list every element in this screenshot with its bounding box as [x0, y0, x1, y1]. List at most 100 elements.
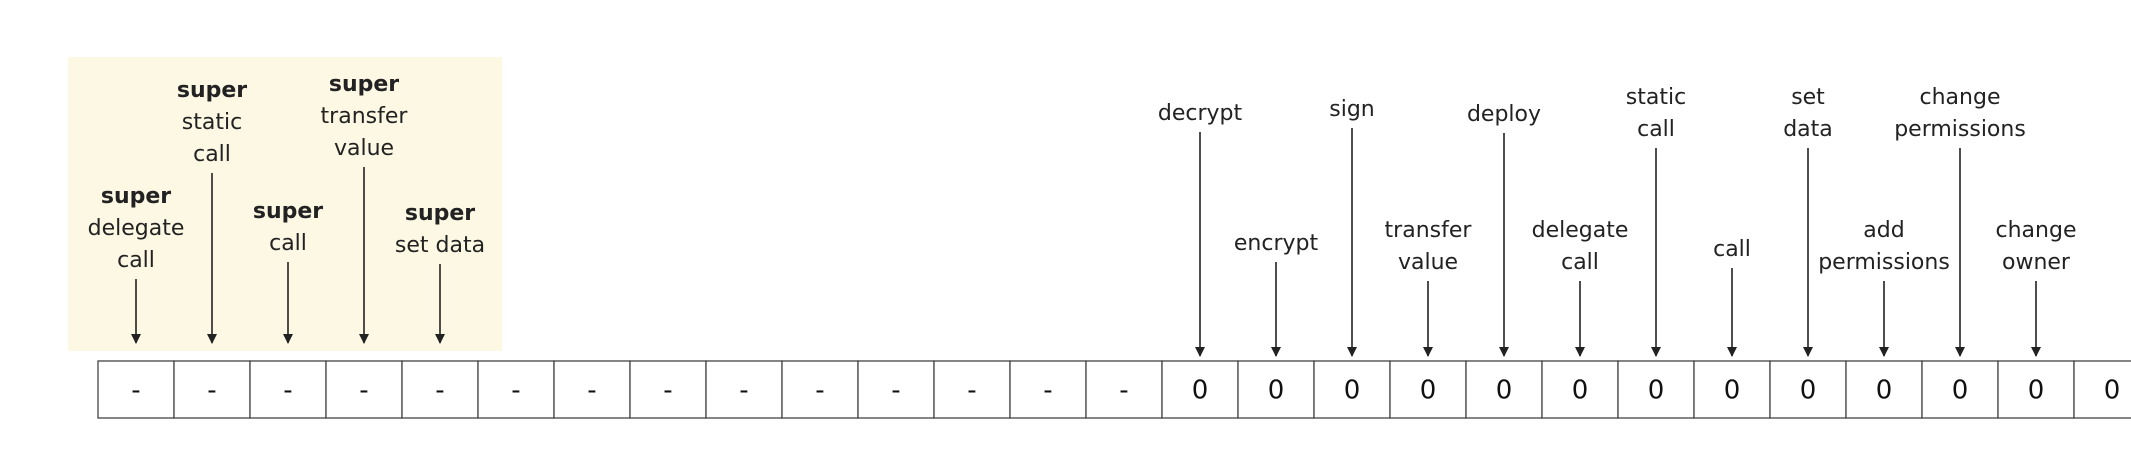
- bit-cell-value: -: [1043, 376, 1052, 406]
- permission-label: decrypt: [1158, 101, 1243, 357]
- permission-label-line: call: [117, 248, 155, 273]
- bit-cell-value: 0: [1876, 376, 1893, 406]
- bit-cell-box: [1161, 360, 1239, 419]
- permission-labels: superdelegatecallsuperstaticcallsupercal…: [88, 72, 2076, 357]
- bit-cell: -: [97, 360, 175, 419]
- permission-label-line: data: [1783, 117, 1833, 142]
- bit-cell-value: -: [283, 376, 292, 406]
- bit-cell: 0: [1921, 360, 1999, 419]
- bit-cell-box: [1769, 360, 1847, 419]
- bit-cell-value: -: [207, 376, 216, 406]
- bit-cell: -: [705, 360, 783, 419]
- bit-cell-value: -: [815, 376, 824, 406]
- bit-cell-box: [933, 360, 1011, 419]
- bit-cell-box: [97, 360, 175, 419]
- bit-cell-box: [1921, 360, 1999, 419]
- permission-label-line: permissions: [1894, 117, 2026, 142]
- permission-label: sign: [1329, 97, 1375, 357]
- bit-cell-value: 0: [1952, 376, 1969, 406]
- bit-cell-box: [401, 360, 479, 419]
- bit-cell-value: -: [587, 376, 596, 406]
- permission-label-line: super: [253, 199, 323, 224]
- bit-cell-value: 0: [1268, 376, 1285, 406]
- bit-cell-box: [325, 360, 403, 419]
- permission-label-line: super: [101, 184, 171, 209]
- permission-label-line: call: [1561, 250, 1599, 275]
- bit-cell-value: 0: [1648, 376, 1665, 406]
- permission-label-line: change: [1920, 85, 2001, 110]
- bit-cell: 0: [1617, 360, 1695, 419]
- bit-cell: 0: [1997, 360, 2075, 419]
- bit-cell-box: [173, 360, 251, 419]
- bit-cell-value: 0: [1724, 376, 1741, 406]
- bit-cell-value: -: [967, 376, 976, 406]
- bit-cell-value: -: [891, 376, 900, 406]
- permission-label-line: value: [334, 136, 394, 161]
- permission-label-line: transfer: [321, 104, 409, 129]
- bit-cell-value: -: [739, 376, 748, 406]
- bit-cell-value: -: [131, 376, 140, 406]
- permission-label-line: super: [405, 201, 475, 226]
- permission-label-line: static: [182, 110, 242, 135]
- permission-label-line: add: [1863, 218, 1904, 243]
- super-permissions-region: [68, 57, 502, 351]
- permission-label-line: encrypt: [1234, 231, 1319, 256]
- bit-cell: 0: [1161, 360, 1239, 419]
- bit-cell-value: 0: [1800, 376, 1817, 406]
- permission-label-line: call: [269, 231, 307, 256]
- permission-label-line: call: [193, 142, 231, 167]
- permission-label: deploy: [1467, 102, 1541, 357]
- permission-label-line: deploy: [1467, 102, 1541, 127]
- bit-cell-value: -: [359, 376, 368, 406]
- bit-cell: 0: [1389, 360, 1467, 419]
- bit-cell-box: [705, 360, 783, 419]
- permission-label-line: delegate: [1532, 218, 1629, 243]
- bit-cell-value: 0: [1192, 376, 1209, 406]
- permission-label-line: set: [1791, 85, 1825, 110]
- permission-label: super call: [253, 199, 323, 344]
- bit-cell-value: 0: [2104, 376, 2121, 406]
- permission-label-line: decrypt: [1158, 101, 1243, 126]
- bit-cell-box: [1617, 360, 1695, 419]
- bit-cell-box: [2073, 360, 2131, 419]
- bit-cell: -: [325, 360, 403, 419]
- permission-label-line: set data: [395, 233, 485, 258]
- permission-label: super transfer value: [321, 72, 409, 344]
- bit-cell: -: [781, 360, 859, 419]
- bit-cell: -: [1085, 360, 1163, 419]
- bit-cell-box: [1389, 360, 1467, 419]
- bit-cell-value: 0: [2028, 376, 2045, 406]
- bit-cell: 0: [1237, 360, 1315, 419]
- permission-label: call: [1713, 237, 1751, 357]
- permission-label-line: permissions: [1818, 250, 1950, 275]
- bit-cell: -: [401, 360, 479, 419]
- bit-cell: -: [857, 360, 935, 419]
- permission-label-line: super: [329, 72, 399, 97]
- bit-cell: 0: [1465, 360, 1543, 419]
- permission-label-line: transfer: [1385, 218, 1473, 243]
- bit-cell-box: [1237, 360, 1315, 419]
- bit-cell-value: 0: [1496, 376, 1513, 406]
- bit-cell-value: -: [663, 376, 672, 406]
- bit-cell-value: 0: [1572, 376, 1589, 406]
- bit-cell-box: [1085, 360, 1163, 419]
- permission-label: set data: [1783, 85, 1833, 357]
- bit-cell-value: 0: [1420, 376, 1437, 406]
- bit-cell-box: [1997, 360, 2075, 419]
- permission-label-line: sign: [1329, 97, 1374, 122]
- bit-cell: -: [553, 360, 631, 419]
- bit-cell: -: [933, 360, 1011, 419]
- bit-cell: -: [249, 360, 327, 419]
- permission-label: super delegate call: [88, 184, 185, 344]
- bit-cell: 0: [1313, 360, 1391, 419]
- bit-cell-box: [857, 360, 935, 419]
- permission-label-line: delegate: [88, 216, 185, 241]
- bit-cell: -: [477, 360, 555, 419]
- bit-cell: 0: [1541, 360, 1619, 419]
- bit-cell-box: [1465, 360, 1543, 419]
